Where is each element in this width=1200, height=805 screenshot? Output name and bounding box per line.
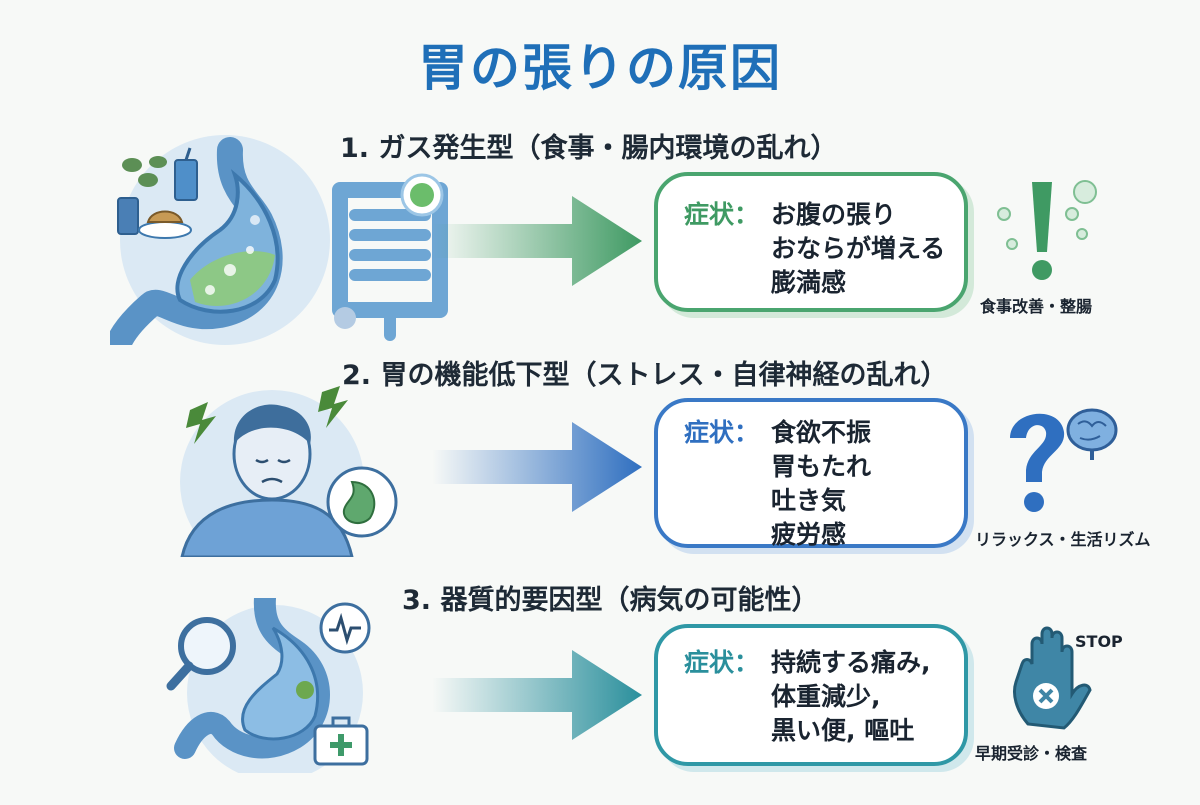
section-1-symptom: お腹の張り [771,200,897,229]
page-title: 胃の張りの原因 [418,39,782,97]
section-3-symptom: 持続する痛み, [771,648,931,677]
question-brain-icon [1010,408,1118,512]
exclamation-icon [997,180,1097,280]
section-3-heading: 3. 器質的要因型（病気の可能性） [402,585,819,616]
section-2-arrow [432,422,642,512]
section-2-symptom-label: 症状： [684,418,760,447]
section-3-symptom: 黒い便, 嘔吐 [771,716,915,745]
section-3-advice: 早期受診・検査 [975,744,1088,763]
section-2-advice: リラックス・生活リズム [975,530,1151,549]
stop-hand-icon [1013,626,1092,730]
section-3-symptom-box: 症状： 持続する痛み, 体重減少, 黒い便, 嘔吐 [654,624,968,766]
section-1-symptom: 膨満感 [771,268,847,297]
section-3-arrow [432,650,642,740]
section-1-symptom: おならが増える [771,234,946,263]
section-2-symptom: 疲労感 [771,520,847,549]
gas-digestion-illustration [110,135,448,345]
section-1-advice: 食事改善・整腸 [980,297,1093,316]
stop-label: STOP [1075,632,1123,651]
section-1-symptom-label: 症状： [684,200,760,229]
stressed-person-illustration [180,386,398,557]
section-3-symptom: 体重減少, [771,682,881,711]
section-2-symptom: 胃もたれ [771,452,872,481]
section-1-symptom-box: 症状： お腹の張り おならが増える 膨満感 [654,172,968,312]
section-2-heading: 2. 胃の機能低下型（ストレス・自律神経の乱れ） [342,360,948,391]
section-2-symptom: 食欲不振 [771,418,872,447]
section-1-heading: 1. ガス発生型（食事・腸内環境の乱れ） [340,133,838,164]
section-2-symptom-box: 症状： 食欲不振 胃もたれ 吐き気 疲労感 [654,398,968,549]
section-2-symptom: 吐き気 [771,486,847,515]
stomach-exam-illustration [166,598,371,773]
section-1-arrow [432,196,642,286]
section-3-symptom-label: 症状： [684,648,760,677]
